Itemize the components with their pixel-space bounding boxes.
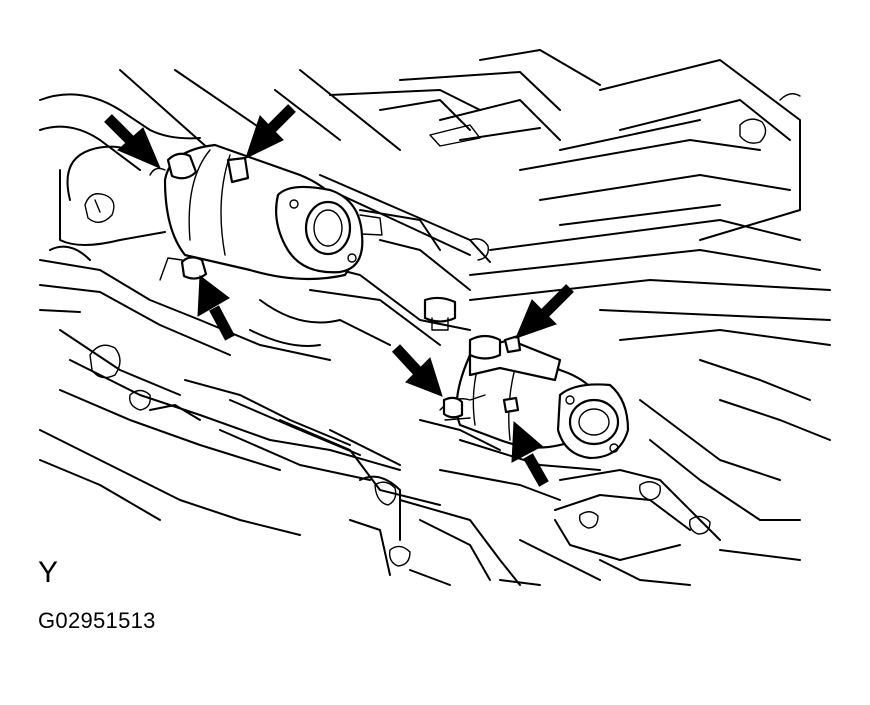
view-label: Y: [38, 556, 59, 589]
removal-arrows: [104, 104, 574, 487]
arrow-right-nut: [515, 284, 574, 339]
arrow-lower-right-bolt: [511, 420, 549, 487]
arrow-upper-right-nut: [245, 104, 296, 159]
arrow-lower-left-bolt: [197, 275, 235, 341]
front-exhaust-pipe-assembly: [149, 143, 383, 281]
arrow-center-bolt: [391, 344, 443, 397]
chassis-background-lines: [39, 49, 831, 586]
arrow-upper-left-bolt: [104, 114, 161, 169]
figure-code: G02951513: [38, 608, 156, 633]
rear-exhaust-pipe-assembly: [423, 296, 630, 460]
